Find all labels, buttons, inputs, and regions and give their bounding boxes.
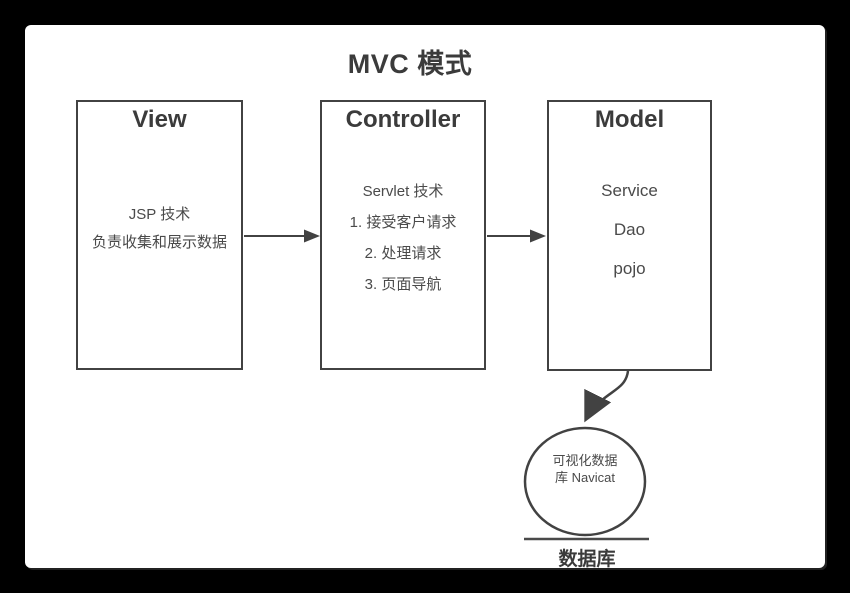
controller-box-line: 2. 处理请求: [364, 245, 442, 262]
database-circle-label-line: 库 Navicat: [555, 470, 615, 485]
model-box-line: Service: [601, 181, 658, 200]
controller-box-line: 3. 页面导航: [364, 276, 442, 293]
database-caption: 数据库: [558, 549, 616, 570]
model-box-title: Model: [594, 106, 665, 133]
view-box-line: 负责收集和展示数据: [91, 234, 227, 251]
diagram-title: MVC 模式: [347, 49, 473, 79]
controller-box-line: Servlet 技术: [362, 183, 444, 200]
controller-box: Controller Servlet 技术 1. 接受客户请求 2. 处理请求 …: [320, 100, 486, 370]
controller-box-line: 1. 接受客户请求: [349, 214, 457, 231]
database-circle-label-line: 可视化数据: [552, 453, 618, 468]
view-box: View JSP 技术 负责收集和展示数据: [76, 100, 243, 370]
controller-box-title: Controller: [345, 106, 461, 133]
view-box-title: View: [132, 106, 187, 133]
view-box-line: JSP 技术: [128, 206, 191, 223]
model-box-content: Service Dao pojo: [549, 180, 710, 280]
model-box: Model Service Dao pojo: [547, 100, 712, 371]
model-box-line: pojo: [613, 259, 646, 278]
view-box-content: JSP 技术 负责收集和展示数据: [78, 205, 241, 253]
controller-box-content: Servlet 技术 1. 接受客户请求 2. 处理请求 3. 页面导航: [322, 182, 484, 295]
database-circle-label: 可视化数据 库 Navicat: [535, 452, 635, 486]
model-box-line: Dao: [613, 220, 646, 239]
